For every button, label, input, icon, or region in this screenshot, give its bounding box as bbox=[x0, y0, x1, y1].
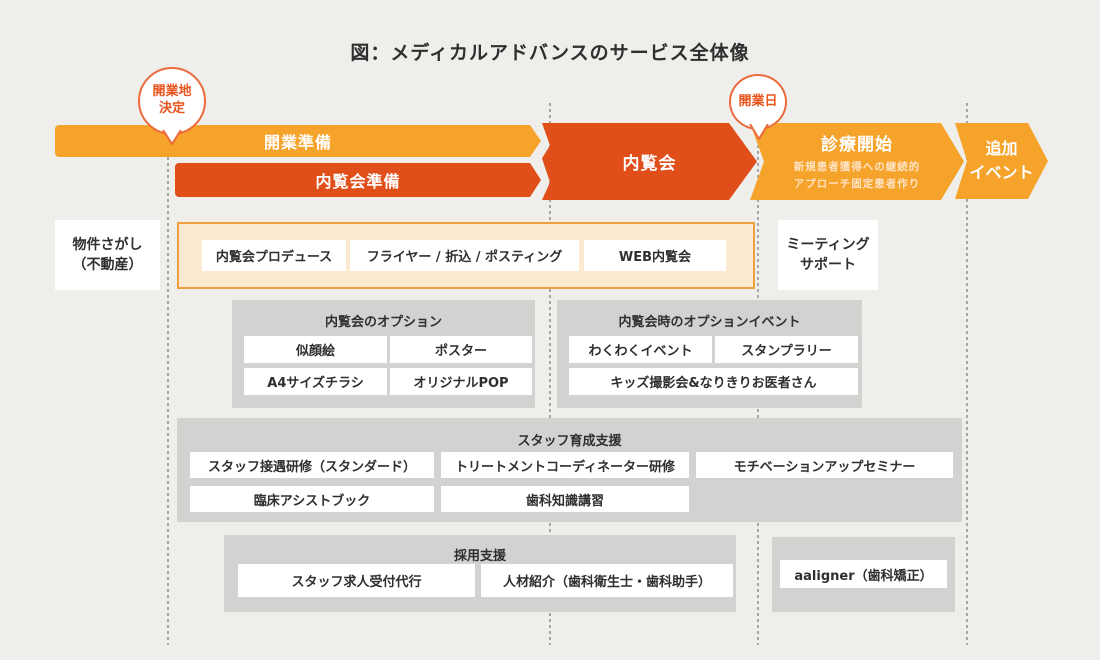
bubble-tail-opening-site bbox=[162, 130, 182, 145]
recruitment-item-staff-referral: 人材紹介（歯科衛生士・歯科助手） bbox=[481, 564, 733, 597]
recruitment-item-job-reception: スタッフ求人受付代行 bbox=[238, 564, 475, 597]
staff-training-title: スタッフ育成支援 bbox=[517, 434, 622, 449]
training-item-dental-knowledge: 歯科知識講習 bbox=[441, 486, 689, 512]
milestone-opening-day-label: 開業日 bbox=[738, 93, 778, 109]
guide-line-opening-site bbox=[167, 103, 169, 645]
option-item-original-pop: オリジナルPOP bbox=[390, 368, 532, 395]
phase-label-preparation: 開業準備 bbox=[263, 133, 332, 152]
milestone-opening-site-line2: 決定 bbox=[158, 101, 185, 116]
option-item-poster: ポスター bbox=[390, 336, 532, 363]
milestone-bubble-opening-day: 開業日 bbox=[729, 74, 787, 130]
meeting-support-line1: ミーティング bbox=[786, 236, 870, 253]
training-item-clinical-assist-book: 臨床アシストブック bbox=[190, 486, 434, 512]
event-item-wakuwaku: わくわくイベント bbox=[569, 336, 712, 363]
phase-subtext-line2: アプローチ固定患者作り bbox=[793, 178, 921, 190]
guide-line-naikenkai-start bbox=[549, 103, 551, 645]
panel-meeting-support: ミーティング サポート bbox=[778, 220, 878, 290]
milestone-bubble-opening-site: 開業地 決定 bbox=[138, 67, 206, 135]
training-item-treatment-coordinator: トリートメントコーディネーター研修 bbox=[441, 452, 689, 478]
event-item-stamp-rally: スタンプラリー bbox=[715, 336, 858, 363]
phase-bar-extra-event: 追加 イベント bbox=[955, 123, 1048, 199]
diagram-title: 図：メディカルアドバンスのサービス全体像 bbox=[350, 42, 750, 64]
phase-label-extra-event-line1: 追加 bbox=[985, 139, 1018, 158]
option-item-caricature: 似顔絵 bbox=[244, 336, 387, 363]
milestone-opening-site-line1: 開業地 bbox=[152, 84, 192, 100]
phase-bar-naikenkai-prep: 内覧会準備 bbox=[175, 163, 541, 197]
naikenkai-options-title: 内覧会のオプション bbox=[324, 315, 442, 330]
phase-label-extra-event-line2: イベント bbox=[969, 163, 1034, 182]
training-item-motivation-seminar: モチベーションアップセミナー bbox=[696, 452, 953, 478]
panel-property-search: 物件さがし （不動産） bbox=[55, 220, 160, 290]
service-item-web-naikenkai: WEB内覧会 bbox=[584, 240, 726, 271]
option-item-a4-flyer: A4サイズチラシ bbox=[244, 368, 387, 395]
guide-line-extra-event bbox=[966, 103, 968, 645]
training-item-reception: スタッフ接遇研修（スタンダード） bbox=[190, 452, 434, 478]
phase-bar-preparation: 開業準備 bbox=[55, 125, 541, 157]
recruitment-title: 採用支援 bbox=[453, 549, 506, 564]
phase-label-practice-start: 診療開始 bbox=[821, 135, 893, 156]
phase-bar-naikenkai: 内覧会 bbox=[542, 123, 757, 200]
naikenkai-event-options-title: 内覧会時のオプションイベント bbox=[618, 315, 801, 330]
property-search-line1: 物件さがし bbox=[72, 236, 143, 253]
event-item-kids-photo: キッズ撮影会&なりきりお医者さん bbox=[569, 368, 858, 395]
service-item-naikenkai-produce: 内覧会プロデュース bbox=[202, 240, 346, 271]
property-search-line2: （不動産） bbox=[72, 257, 143, 273]
aaligner-item: aaligner（歯科矯正） bbox=[780, 560, 947, 588]
phase-bar-practice-start: 診療開始 新規患者獲得への継続的 アプローチ固定患者作り bbox=[750, 123, 964, 200]
bubble-tail-opening-day bbox=[749, 124, 769, 140]
meeting-support-line2: サポート bbox=[800, 257, 856, 273]
phase-subtext-line1: 新規患者獲得への継続的 bbox=[793, 161, 921, 174]
phase-label-naikenkai: 内覧会 bbox=[622, 154, 677, 174]
service-item-flyer-posting: フライヤー / 折込 / ポスティング bbox=[350, 240, 579, 271]
phase-label-naikenkai-prep: 内覧会準備 bbox=[315, 172, 401, 191]
